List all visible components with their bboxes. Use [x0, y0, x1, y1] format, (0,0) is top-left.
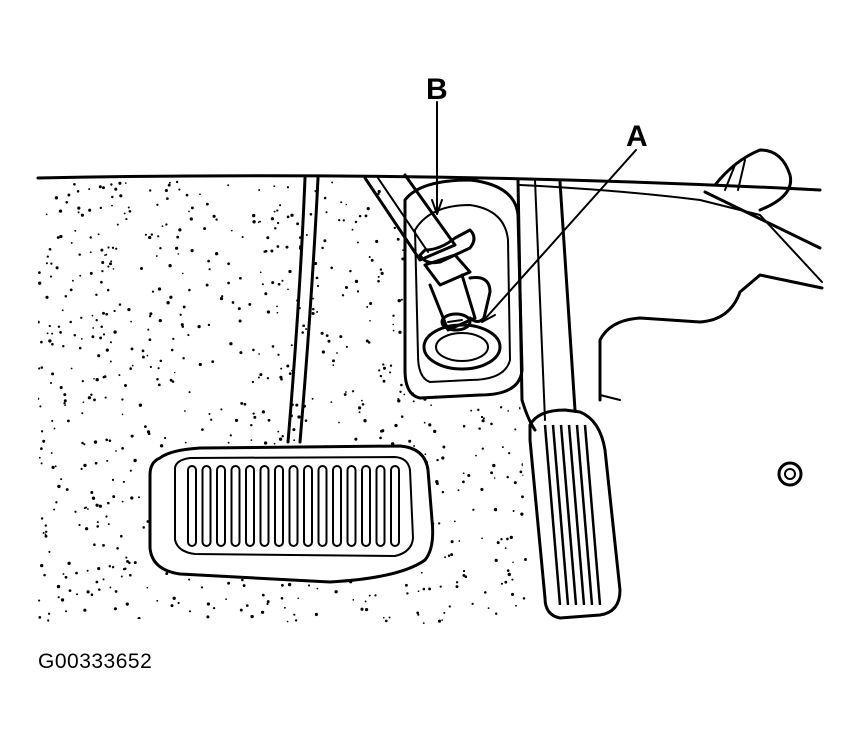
dash-edge: [36, 174, 822, 192]
callout-b-arrowhead: [431, 199, 443, 215]
brake-pad-ribs: [187, 465, 400, 547]
accelerator-pedal-pad: [528, 408, 622, 620]
callout-b-label: B: [426, 73, 448, 106]
shaft-coupler: [418, 228, 476, 265]
callout-a-label: A: [626, 120, 648, 153]
pinch-bolt-yoke: [468, 276, 492, 323]
dash-side-panel: [519, 148, 824, 487]
brake-pedal-arm: [286, 176, 320, 444]
steering-shaft: [363, 173, 492, 332]
carpet-stipple: [38, 180, 529, 628]
dash-bracket: [713, 148, 793, 212]
accelerator-arm: [516, 178, 577, 432]
callout-a-arrowhead: [481, 306, 496, 323]
steering-column-boot: [403, 178, 524, 400]
brake-pedal-pad: [148, 444, 435, 584]
panel-edge: [598, 273, 824, 402]
figure-id: G00333652: [38, 650, 153, 673]
panel-fastener: [777, 461, 803, 487]
universal-joint: [428, 273, 477, 332]
accelerator-pad-ribs: [543, 424, 602, 606]
callout-a-leader: [483, 149, 637, 321]
